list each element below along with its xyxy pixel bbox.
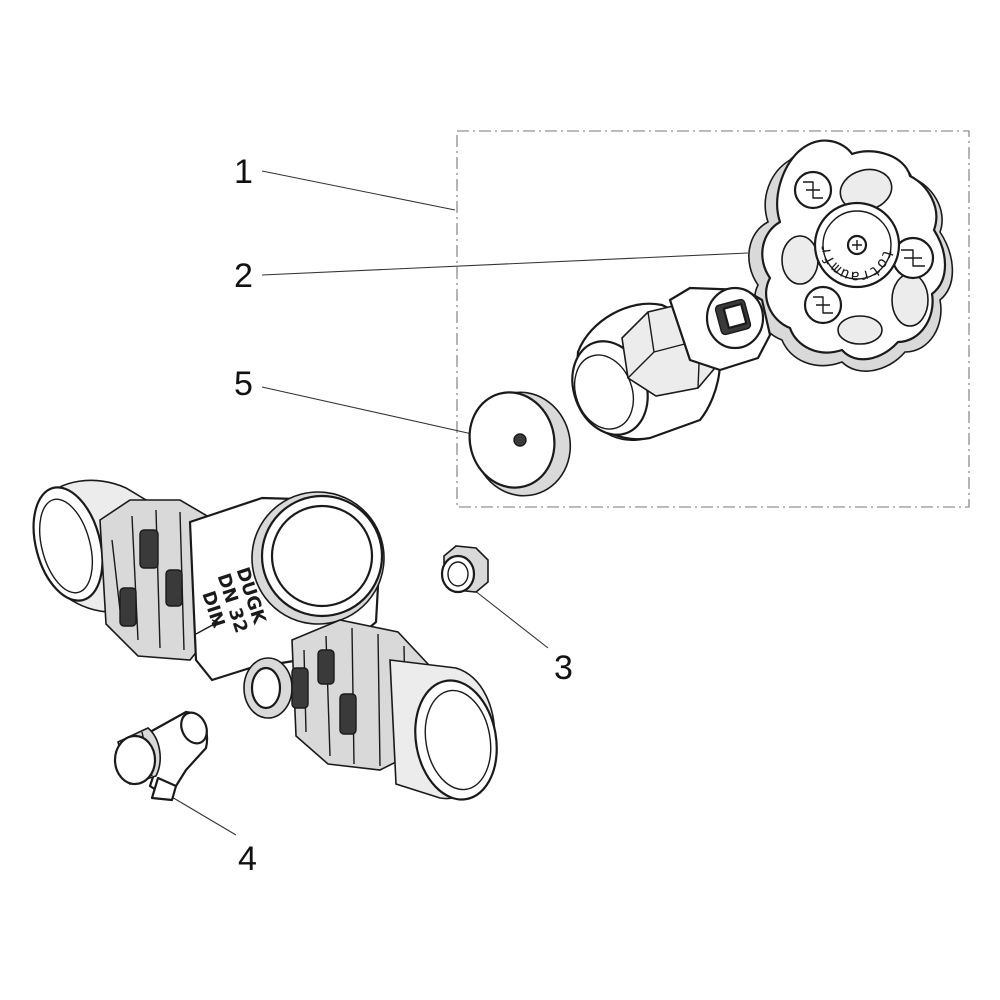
leader-line-2 [261,252,749,276]
handwheel-hub-inner [822,210,892,280]
right-nut-slot-3 [317,649,335,685]
callout-1: 1 [234,153,253,191]
callout-4: 4 [238,840,257,878]
callout-3: 3 [554,649,573,687]
drain-elbow-outlet [150,776,178,802]
left-nut-slot-1 [139,529,159,569]
right-pipe-bore [424,689,492,791]
leader-line-3 [464,582,549,649]
handwheel-logo-top-mark [803,181,823,199]
callout-2: 2 [234,257,253,295]
flow-arrow-icon [195,619,219,635]
left-pipe-bore [38,498,94,594]
handwheel-logo-right-mark [901,249,925,267]
handwheel-opening-2 [891,273,929,327]
disc-face [468,391,556,489]
right-nut-slot-1 [291,667,309,709]
callout-numbers: 1 2 3 4 5 [234,153,573,878]
handwheel-opening-4 [837,315,883,345]
bonnet-spindle-square [722,302,748,330]
assembly-group-frame [456,130,970,508]
leader-line-1 [261,170,456,211]
valve-body-part: DUGK DN 32 DIN [32,479,498,801]
handwheel-part: totraumfrei [0,0,954,372]
right-nut-slot-2 [339,693,357,735]
upper-port-ring-inner [270,504,374,608]
left-nut-slot-3 [165,569,183,607]
handwheel-logo-bottom-mark [813,296,833,314]
valve-bonnet-part [571,286,772,442]
disc-part [468,391,572,497]
plus-icon [852,240,862,250]
drain-elbow-top-port [180,711,208,745]
left-union-nut-ribs [111,509,209,651]
disc-center-hole [513,433,527,447]
handwheel-opening-3 [781,235,819,285]
drain-cap-face [113,734,157,786]
plug-part [440,545,489,594]
drain-elbow-part [113,710,209,802]
bonnet-base-ring [573,354,635,430]
leader-line-5 [261,386,491,439]
plug-face [440,554,476,594]
side-port-bore [250,666,282,710]
plug-face-inner [447,561,469,587]
left-nut-slot-2 [119,587,137,627]
callout-5: 5 [234,365,253,403]
